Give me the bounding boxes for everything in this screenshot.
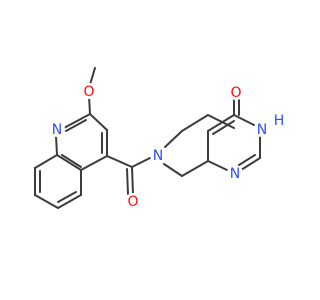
molecule-diagram: O N O N O N H N (34, 67, 284, 210)
atom-pyrimidine-nitrogen: N (230, 166, 240, 182)
bond-N1-C8a (207, 160, 228, 171)
atom-labels: O N O N O N H N (49, 83, 284, 210)
atom-nh-nitrogen: N (257, 122, 267, 138)
bond-C4a-C4-inner (212, 120, 235, 135)
bond-Ccarbonyl-O (131, 166, 134, 195)
bond-C8a-C4a-double (61, 154, 82, 168)
atom-ketone-oxygen: O (230, 85, 241, 101)
bond-C2-N1-double (238, 154, 256, 166)
bond-C8a-C4a (56, 154, 82, 171)
bond-C4a-C4 (80, 155, 108, 171)
bond-C3-C2 (89, 113, 108, 131)
bond-CH2a-CH2b (181, 114, 209, 132)
bond-CH2c-C8a (181, 160, 209, 177)
bond-N1-C8a (55, 135, 58, 156)
bond-C2-N1 (240, 157, 261, 171)
bond-C6-C5-double (57, 191, 77, 203)
atom-nh-hydrogen: H (274, 113, 285, 129)
bond-N-CH2a (164, 130, 183, 148)
atom-carbonyl-oxygen: O (127, 194, 138, 210)
atom-methoxy-oxygen: O (83, 84, 94, 100)
bond-C4a-C4 (207, 114, 235, 132)
bond-N-CH2c (163, 163, 183, 177)
atom-amide-nitrogen: N (153, 148, 163, 164)
bonds (34, 67, 261, 209)
bond-Ccarbonyl-N (131, 156, 153, 168)
bond-C4-Ccarbonyl (106, 155, 133, 168)
bond-C8a-C8 (34, 154, 58, 169)
bond-C7-C6 (34, 194, 59, 209)
bond-Ccarbonyl-O-double (126, 168, 129, 195)
bond-CH2b-C4a (207, 114, 235, 129)
atom-quinoline-nitrogen: N (52, 122, 62, 138)
bond-C6-C5 (57, 194, 82, 209)
bond-O-C2 (88, 95, 91, 115)
bond-C4-N3 (233, 114, 255, 126)
bond-C2-N1 (63, 113, 91, 129)
bond-C2-N1-double (65, 119, 87, 132)
